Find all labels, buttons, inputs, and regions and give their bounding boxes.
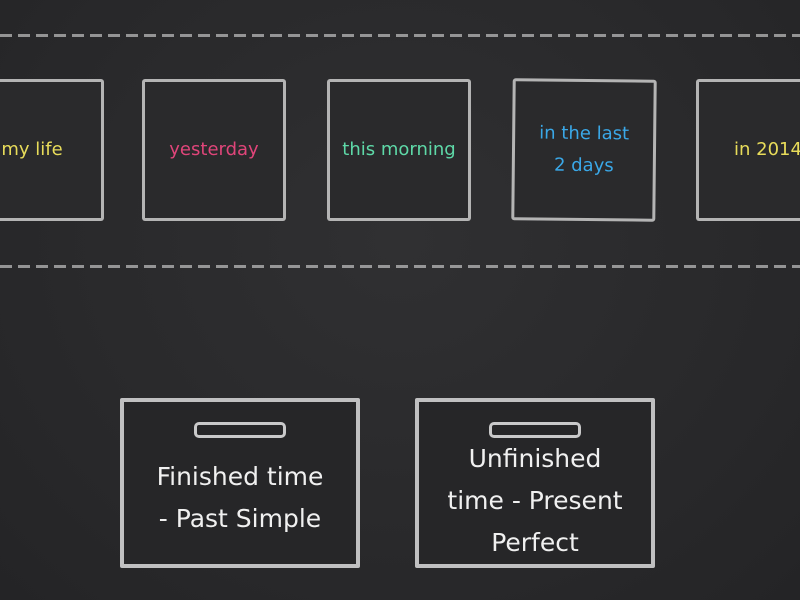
word-card[interactable]: in the last 2 days — [511, 78, 657, 222]
word-card[interactable]: yesterday — [142, 79, 286, 221]
sort-bin-unfinished-time[interactable]: Unfinished time - Present Perfect — [415, 398, 655, 568]
bin-handle-icon — [194, 422, 286, 438]
word-card-label: in the last 2 days — [539, 122, 630, 177]
bin-handle-icon — [489, 422, 581, 438]
card-row-top-border — [0, 34, 800, 37]
word-card-label: this morning — [342, 139, 456, 160]
sort-bin-label: Unfinished time - Present Perfect — [447, 444, 623, 557]
word-card[interactable]: this morning — [327, 79, 471, 221]
word-card[interactable]: my life — [0, 79, 104, 221]
word-card-label: in 2014 — [734, 139, 800, 160]
word-card-label: my life — [1, 139, 63, 160]
word-card-label: yesterday — [169, 139, 259, 160]
sort-bin-label: Finished time - Past Simple — [156, 462, 324, 533]
card-row-bottom-border — [0, 265, 800, 268]
sort-bin-finished-time[interactable]: Finished time - Past Simple — [120, 398, 360, 568]
word-card[interactable]: in 2014 — [696, 79, 800, 221]
